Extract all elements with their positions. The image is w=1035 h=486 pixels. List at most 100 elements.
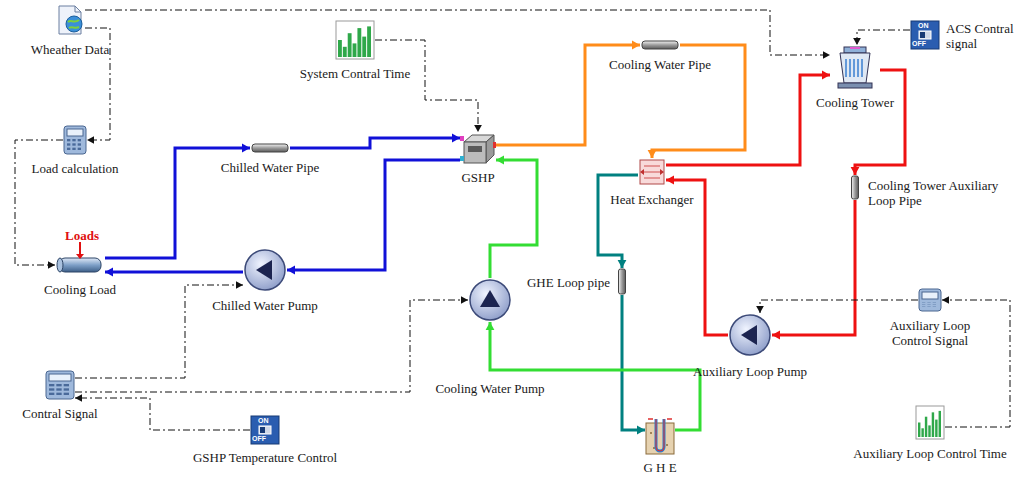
arrowhead — [618, 260, 627, 268]
component-node: Cooling Tower Auxiliary Loop Pipe — [851, 175, 859, 200]
component-label: Chilled Water Pipe — [221, 160, 319, 175]
arrowhead — [87, 136, 94, 144]
water-pipe-line — [666, 71, 830, 165]
component-node: Chilled Water Pipe — [250, 143, 290, 153]
component-node: GHE Loop pipe — [618, 268, 626, 295]
component-node: Heat Exchanger — [638, 158, 666, 186]
arrowhead — [287, 266, 295, 275]
component-label: G H E — [643, 460, 676, 475]
connector-path — [105, 271, 243, 274]
component-label: Cooling Load — [44, 282, 116, 297]
arrowhead — [105, 268, 113, 277]
arrowhead — [236, 281, 243, 289]
arrowhead — [942, 296, 949, 304]
component-label: Auxiliary Loop Control Signal — [878, 318, 982, 348]
component-label: GSHP — [461, 170, 494, 185]
arrowhead — [637, 426, 645, 435]
connector-path — [375, 40, 478, 132]
hx-symbol — [638, 158, 666, 186]
connector-path — [490, 322, 700, 430]
switch-state-label: OFF — [252, 435, 266, 443]
hpipe-symbol — [250, 143, 290, 153]
connector-path — [598, 175, 638, 268]
calc-symbol — [45, 370, 75, 400]
calc-symbol — [63, 125, 87, 155]
water-pipe-line — [622, 295, 645, 434]
control-signal-line — [75, 394, 250, 430]
component-label: Cooling Tower Auxiliary Loop Pipe — [868, 178, 1000, 208]
calc-symbol — [918, 288, 942, 312]
ghe-symbol — [645, 415, 675, 455]
component-label: Cooling Water Pipe — [609, 57, 711, 72]
arrowhead — [648, 150, 657, 158]
chart-symbol — [915, 405, 945, 440]
connector-path — [287, 160, 460, 270]
component-label: ACS Contral signal — [946, 21, 1030, 51]
water-pipe-line — [290, 134, 460, 148]
water-pipe-line — [490, 156, 537, 278]
arrowhead — [822, 71, 830, 80]
vpipe-symbol — [618, 268, 626, 295]
switch-state-label: ON — [258, 417, 269, 425]
component-label: GHE Loop pipe — [527, 275, 610, 290]
switch-state-label: OFF — [912, 40, 926, 48]
component-label: Cooling Water Pump — [435, 381, 544, 396]
connector-path — [15, 140, 63, 265]
component-label: Cooling Tower — [816, 95, 894, 110]
component-label: Auxiliary Loop Control Time — [853, 446, 1006, 461]
connector-path — [857, 30, 910, 45]
connector-path — [622, 295, 645, 430]
arrowhead — [452, 134, 460, 143]
control-signal-line — [942, 296, 1010, 427]
connector-path — [290, 138, 460, 148]
component-label: Chilled Water Pump — [212, 298, 318, 313]
doc-symbol — [55, 5, 85, 35]
arrowhead — [853, 38, 861, 45]
control-signal-line — [15, 140, 63, 269]
arrowhead — [756, 306, 764, 313]
arrowhead — [461, 296, 468, 304]
arrowhead — [772, 331, 780, 340]
pumpL-symbol — [728, 313, 772, 357]
arrowhead — [632, 41, 640, 50]
load-symbol — [55, 254, 105, 276]
component-label: Load calculation — [32, 161, 119, 176]
water-pipe-line — [496, 41, 640, 145]
component-node: Auxiliary Loop Control Signal — [918, 288, 942, 312]
component-node: Chilled Water Pump — [243, 248, 287, 292]
component-node: Auxiliary Loop Control Time — [915, 405, 945, 440]
component-node: G H E — [645, 415, 675, 455]
component-label: Wheather Data — [31, 42, 109, 57]
component-node: System Contral Time — [335, 20, 375, 60]
component-node: Load calculation — [63, 125, 87, 155]
control-signal-line — [375, 40, 482, 132]
connector-path — [666, 75, 830, 165]
vpipe-symbol — [851, 175, 859, 200]
arrowhead — [851, 167, 860, 175]
water-pipe-line — [105, 268, 243, 277]
connector-path — [772, 200, 855, 335]
control-signal-line — [756, 300, 918, 313]
component-node: Auxiliary Loop Pump — [728, 313, 772, 357]
component-node: Wheather Data — [55, 5, 85, 35]
component-node: GSHP — [460, 132, 496, 166]
control-signal-line — [853, 30, 910, 45]
pumpL-symbol — [243, 248, 287, 292]
arrowhead — [242, 144, 250, 153]
component-label: GSHP Temperature Control — [193, 450, 337, 465]
water-pipe-line — [598, 175, 638, 268]
pumpU-symbol — [468, 278, 512, 322]
component-node: Contral Signal — [45, 370, 75, 400]
control-signal-line — [85, 10, 830, 59]
load-marker: Loads — [65, 228, 99, 243]
chart-symbol — [335, 20, 375, 60]
component-label: Heat Exchanger — [610, 192, 693, 207]
water-pipe-line — [287, 160, 460, 274]
hpipe-symbol — [640, 40, 680, 50]
tower-symbol — [830, 45, 880, 90]
arrowhead — [496, 156, 504, 165]
component-node: LoadsCooling Load — [55, 254, 105, 276]
component-node: Cooling Water Pump — [468, 278, 512, 322]
arrowhead — [75, 394, 82, 402]
